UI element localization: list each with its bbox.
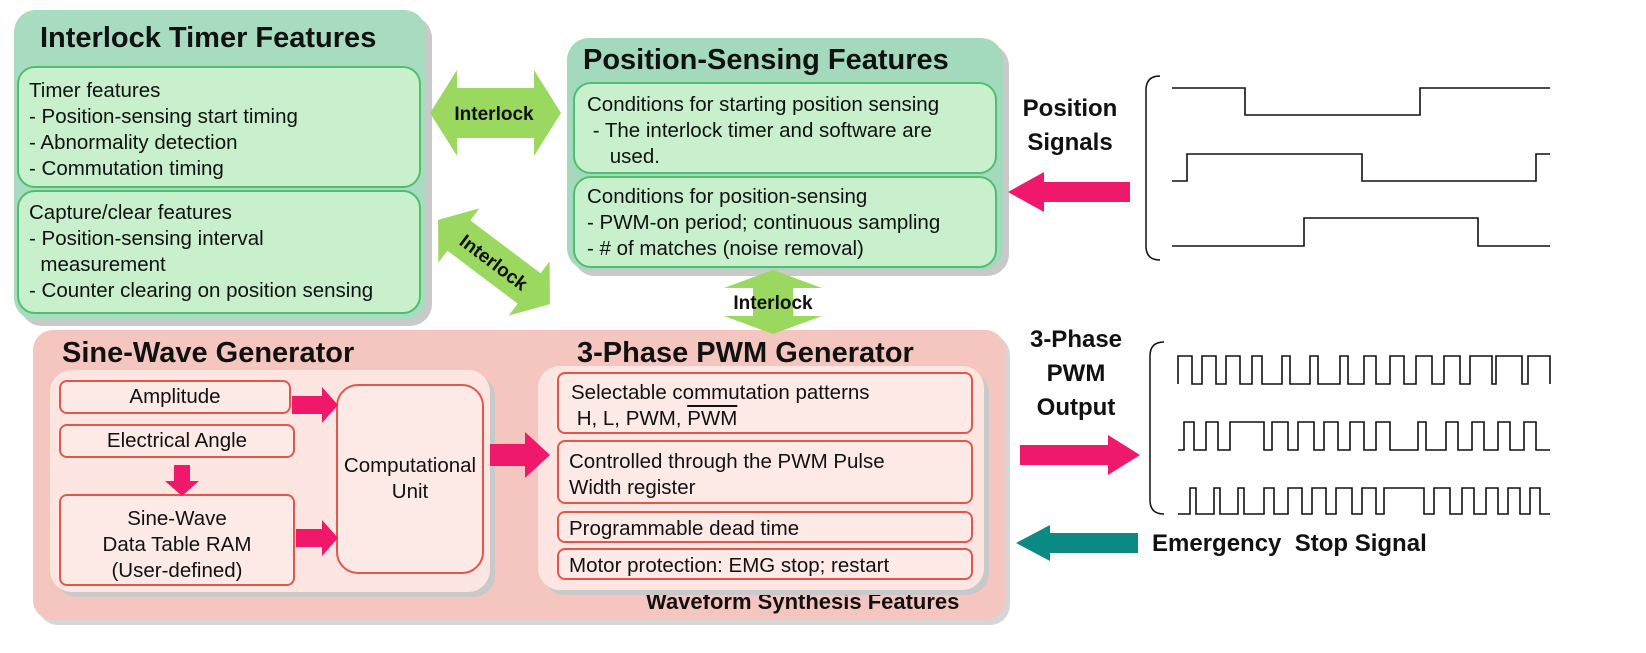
sensing-conditions-box: Conditions for position-sensing - PWM-on… [573,176,997,268]
interlock-vertical-arrow [724,270,822,334]
amplitude-box: Amplitude [59,380,291,414]
pulse-width-line: Controlled through the PWM Pulse [569,450,885,473]
pwm-output-line: Output [1036,394,1116,421]
pulse-width-line: Width register [569,476,696,499]
position-waveform-3 [1172,217,1550,247]
start-condition-line: - The interlock timer and software are [587,119,932,142]
pwm-generator-title: 3-Phase PWM Generator [577,337,914,369]
interlock-timer-title: Interlock Timer Features [40,22,377,54]
sensing-conditions-heading: Conditions for position-sensing [587,185,868,208]
timer-features-heading: Timer features [29,79,161,102]
position-waveform-1 [1172,87,1550,116]
start-conditions-heading: Conditions for starting position sensing [587,93,940,116]
commutation-patterns-box: Selectable commutation patterns H, L, PW… [557,372,973,434]
position-signals-label: Position Signals [1010,92,1130,160]
timer-feature-item: - Commutation timing [29,157,224,180]
timer-feature-item: - Position-sensing start timing [29,105,298,128]
timer-features-box: Timer features - Position-sensing start … [17,66,421,188]
position-waveform-2 [1172,153,1550,182]
position-signals-line: Signals [1027,129,1113,156]
capture-features-heading: Capture/clear features [29,201,232,224]
capture-feature-item: - Counter clearing on position sensing [29,279,374,302]
pwm-output-label: 3-Phase PWM Output [1010,323,1142,425]
pwm-waveform-1 [1177,355,1551,385]
position-signals-bracket [1145,75,1161,261]
data-table-line: Sine-Wave [127,507,227,530]
position-signals-line: Position [1022,95,1118,122]
pwm-output-bracket [1149,341,1165,515]
interlock-diagonal-arrow [438,208,550,316]
start-conditions-box: Conditions for starting position sensing… [573,82,997,174]
pattern-list: H, L, PWM, [576,407,688,430]
sine-data-table-box: Sine-Wave Data Table RAM (User-defined) [59,494,295,586]
sensing-condition-item: - # of matches (noise removal) [587,237,864,260]
pwm-waveform-3 [1178,487,1550,515]
data-table-line: Data Table RAM [102,533,252,556]
commutation-patterns-options: H, L, PWM, PWM [571,406,971,432]
pwm-waveform-2 [1178,421,1550,451]
computational-unit-line: Computational [343,454,477,477]
data-table-line: (User-defined) [111,559,243,582]
waveform-synthesis-label: Waveform Synthesis Features [646,589,960,614]
position-sensing-title: Position-Sensing Features [583,44,949,76]
computational-unit-box: Computational Unit [336,384,484,574]
interlock-horizontal-arrow [430,70,561,156]
emergency-stop-arrow [1016,525,1138,561]
interlock-timer-panel: Interlock Timer Features Timer features … [14,10,426,320]
pulse-width-box: Controlled through the PWM Pulse Width r… [557,440,973,504]
start-condition-line: used. [587,145,660,168]
pwm-inverted-label: PWM [687,407,738,430]
interlock-diagonal-label: Interlock [455,231,531,296]
pwm-output-line: PWM [1046,360,1106,387]
pwm-output-line: 3-Phase [1029,326,1123,353]
capture-clear-box: Capture/clear features - Position-sensin… [17,190,421,314]
computational-unit-line: Unit [391,480,429,503]
sensing-condition-item: - PWM-on period; continuous sampling [587,211,941,234]
position-sensing-panel: Position-Sensing Features Conditions for… [567,38,1003,270]
pwm-output-arrow [1020,435,1140,475]
dead-time-box: Programmable dead time [557,511,973,543]
sine-wave-title: Sine-Wave Generator [62,337,355,369]
commutation-patterns-line: Selectable commutation patterns [571,381,870,404]
interlock-vertical-label: Interlock [733,293,813,314]
capture-feature-item: - Position-sensing interval [29,227,264,250]
capture-feature-item: measurement [29,253,166,276]
emergency-stop-label: Emergency Stop Signal [1152,530,1427,557]
motor-protection-box: Motor protection: EMG stop; restart [557,548,973,580]
electrical-angle-box: Electrical Angle [59,424,295,458]
position-signals-arrow [1008,172,1130,212]
timer-feature-item: - Abnormality detection [29,131,238,154]
interlock-horizontal-label: Interlock [454,104,534,125]
